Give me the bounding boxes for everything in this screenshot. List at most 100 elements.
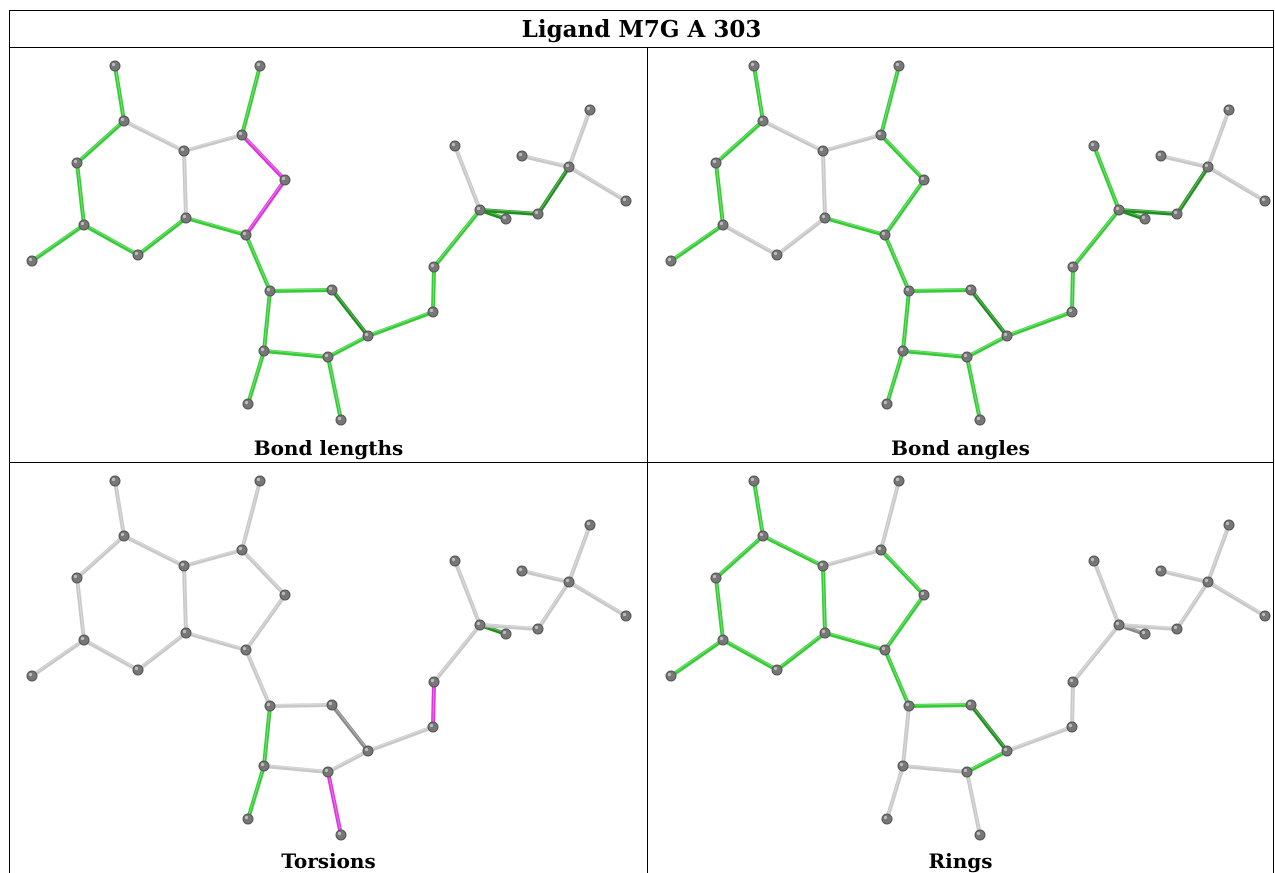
atom <box>757 530 769 542</box>
bond-highlight <box>1118 208 1178 214</box>
bond <box>901 289 911 353</box>
atom <box>771 249 783 261</box>
atom-shine <box>1157 152 1162 157</box>
atom <box>918 174 930 186</box>
atom <box>584 519 596 531</box>
bond-highlight <box>76 576 85 640</box>
atom-shine <box>899 347 904 352</box>
bond <box>75 576 86 642</box>
bond-highlight <box>822 149 826 218</box>
atom-shine <box>364 747 369 752</box>
atom-shine <box>1068 723 1073 728</box>
bond-highlight <box>722 638 778 670</box>
atom <box>881 813 893 825</box>
bond <box>75 161 86 227</box>
bond <box>1206 580 1267 618</box>
atom-shine <box>244 815 249 820</box>
atom <box>974 829 986 841</box>
bond <box>75 119 126 165</box>
atom-shine <box>476 621 481 626</box>
atom-shine <box>429 723 434 728</box>
bond-highlight <box>114 64 125 121</box>
atom-shine <box>256 62 261 67</box>
bond-highlight <box>241 64 261 135</box>
bond-highlight <box>327 770 342 835</box>
atom <box>449 555 461 567</box>
bond-highlight <box>1160 569 1209 582</box>
atom-shine <box>120 117 125 122</box>
bond-highlight <box>824 216 886 235</box>
bond <box>1117 208 1179 216</box>
bond-highlight <box>76 161 85 225</box>
bond <box>821 133 883 153</box>
atom-shine <box>182 214 187 219</box>
bond <box>714 534 765 580</box>
bond <box>1005 725 1074 753</box>
bond <box>182 149 188 220</box>
bond-highlight <box>1160 154 1209 167</box>
atom-shine <box>667 672 672 677</box>
atom-shine <box>238 131 243 136</box>
atom <box>563 161 575 173</box>
bond <box>1070 680 1075 729</box>
bond-highlight <box>902 704 910 766</box>
atom-shine <box>1003 747 1008 752</box>
atom <box>118 530 130 542</box>
bond-highlight <box>454 559 481 625</box>
atom-shine <box>429 308 434 313</box>
bond <box>883 233 911 293</box>
atom-shine <box>1068 308 1073 313</box>
bond <box>775 631 827 672</box>
atom-shine <box>759 532 764 537</box>
bond-highlight <box>822 133 882 151</box>
bond <box>184 631 248 652</box>
atom-shine <box>1003 332 1008 337</box>
atom-shine <box>821 214 826 219</box>
bond-highlight <box>433 208 481 267</box>
atom <box>180 212 192 224</box>
atom-shine <box>182 629 187 634</box>
bond-highlight <box>1207 523 1230 582</box>
bond-highlight <box>886 349 904 404</box>
atom <box>974 414 986 426</box>
bond <box>883 593 926 652</box>
bond-highlight <box>670 638 724 676</box>
atom-shine <box>819 562 824 567</box>
bond <box>453 144 482 212</box>
atom <box>178 560 190 572</box>
bond-highlight <box>1071 680 1074 727</box>
bond <box>184 216 248 237</box>
atom-shine <box>1115 621 1120 626</box>
atom <box>427 721 439 733</box>
atom <box>26 670 38 682</box>
atom-shine <box>28 257 33 262</box>
atom-shine <box>667 257 672 262</box>
bond-highlight <box>31 638 85 676</box>
atom-shine <box>881 231 886 236</box>
atom-shine <box>920 591 925 596</box>
bond <box>823 216 887 237</box>
bond <box>965 749 1009 774</box>
bond <box>1117 623 1179 631</box>
bond-highlight <box>880 479 900 550</box>
bond-highlight <box>269 703 333 706</box>
atom-shine <box>1069 678 1074 683</box>
bond-highlight <box>762 534 824 566</box>
atom-shine <box>895 477 900 482</box>
bond <box>82 638 140 672</box>
bond-highlight <box>185 216 247 235</box>
bond-highlight <box>884 648 910 706</box>
bond <box>879 133 926 182</box>
bond-highlight <box>83 638 139 670</box>
atom-shine <box>111 477 116 482</box>
atom-shine <box>80 636 85 641</box>
atom-shine <box>134 251 139 256</box>
bond <box>907 288 973 293</box>
bond <box>1159 154 1210 169</box>
bond-highlight <box>824 631 886 650</box>
atom <box>1001 330 1013 342</box>
atom <box>1202 161 1214 173</box>
atom-shine <box>719 221 724 226</box>
bond-highlight <box>269 288 333 291</box>
bond-highlight <box>822 564 826 633</box>
